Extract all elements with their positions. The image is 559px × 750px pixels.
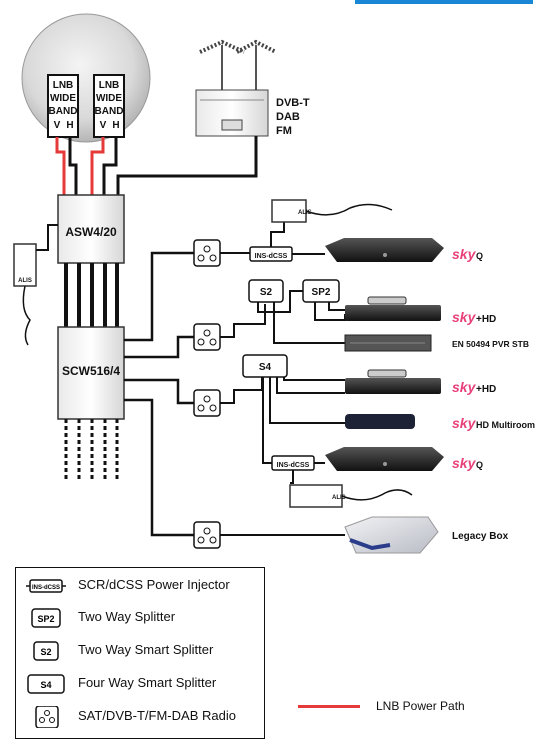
outlet-2 [193, 323, 221, 351]
asw-multiswitch: ASW4/20 [57, 194, 125, 264]
aerial-cable [116, 136, 258, 195]
terrestrial-aerial-icon [199, 39, 277, 92]
legend-injector-label: SCR/dCSS Power Injector [78, 577, 230, 592]
legend-s2-label: Two Way Smart Splitter [78, 642, 214, 657]
lnb-right: LNB WIDE BAND V H [93, 74, 125, 138]
sky-hd-1-brand: sky [452, 309, 477, 325]
skyq-top-model: Q [476, 251, 483, 261]
lnb-left-h: H [66, 120, 73, 131]
sky-hd-2-model: +HD [476, 384, 496, 395]
alis-psu-left-label: ALIS [18, 278, 32, 284]
legend-outlet-label: SAT/DVB-T/FM-DAB Radio [78, 708, 236, 723]
lnb-right-line2: WIDE [96, 93, 122, 104]
asw-label: ASW4/20 [65, 225, 117, 239]
lnb-left-line1: LNB [53, 80, 74, 91]
sp2-splitter: SP2 [302, 279, 340, 303]
pvr-box [344, 334, 432, 352]
legend-row-injector: INS-dCSS SCR/dCSS Power Injector [16, 572, 264, 602]
sky-hd-box-1 [345, 296, 441, 321]
power-path-key: LNB Power Path [298, 697, 528, 717]
legend-s2-icon-label: S2 [40, 647, 51, 657]
sp2-label: SP2 [312, 287, 331, 298]
lnb-left-line2: WIDE [50, 93, 76, 104]
multiroom-box [345, 414, 415, 429]
multiroom-brand: sky [452, 415, 477, 431]
satellite-dish [21, 13, 151, 143]
legend-s4-label: Four Way Smart Splitter [78, 675, 217, 690]
sky-hd-1-model: +HD [476, 314, 496, 325]
s4-label: S4 [259, 362, 272, 373]
lnb-right-line1: LNB [99, 80, 120, 91]
lnb-right-h: H [112, 120, 119, 131]
s4-icon: S4 [27, 674, 65, 694]
s4-splitter: S4 [242, 354, 288, 378]
legacy-box [344, 516, 439, 554]
lnb-cables [55, 137, 118, 195]
scw-label: SCW516/4 [62, 364, 120, 378]
terrestrial-amplifier [195, 89, 269, 137]
sky-hd-2-brand: sky [452, 379, 477, 395]
outlet-3 [193, 389, 221, 417]
multiroom-model: HD Multiroom [476, 420, 535, 430]
legend-row-s2: S2 Two Way Smart Splitter [16, 637, 264, 667]
legend-sp2-icon-label: SP2 [37, 614, 54, 624]
legacy-label: Legacy Box [452, 531, 509, 542]
alis-psu-bottom: ALIS [289, 484, 413, 508]
lnb-left: LNB WIDE BAND V H [47, 74, 79, 138]
aerial-label-fm: FM [276, 125, 292, 137]
sp2-icon: SP2 [31, 608, 61, 628]
lnb-left-line3: BAND [49, 106, 78, 117]
header-accent-bar [355, 0, 533, 4]
aerial-label-dab: DAB [276, 111, 300, 123]
legend-row-outlet: SAT/DVB-T/FM-DAB Radio [16, 703, 264, 733]
injector-bottom-label: INS-dCSS [277, 462, 310, 469]
legend-injector-icon-label: INS-dCSS [32, 585, 60, 591]
skyq-bottom-brand: sky [452, 455, 477, 471]
skyq-bottom-model: Q [476, 460, 483, 470]
lnb-right-v: V [100, 120, 107, 131]
skyq-box-bottom [325, 447, 444, 471]
s2-label: S2 [260, 287, 273, 298]
power-path-line [298, 705, 360, 708]
legend-s4-icon-label: S4 [40, 680, 51, 690]
outlet-4 [193, 521, 221, 549]
outlet-1 [193, 239, 221, 267]
injector-top: INS-dCSS [249, 246, 293, 262]
sky-hd-box-2 [345, 369, 441, 394]
injector-icon: INS-dCSS [26, 579, 66, 593]
aerial-label-dvbt: DVB-T [276, 97, 310, 109]
scw-output-cables [124, 251, 194, 537]
legend-row-sp2: SP2 Two Way Splitter [16, 604, 264, 634]
alis-psu-top: ALIS [271, 199, 393, 223]
alis-psu-top-label: ALIS [298, 210, 312, 216]
pvr-label: EN 50494 PVR STB [452, 339, 529, 349]
power-path-label: LNB Power Path [376, 699, 465, 713]
s2-icon: S2 [33, 641, 59, 661]
scw-multiswitch: SCW516/4 [57, 326, 125, 420]
legend-row-s4: S4 Four Way Smart Splitter [16, 670, 264, 700]
injector-bottom: INS-dCSS [271, 455, 315, 471]
alis-psu-left: ALIS [13, 224, 58, 346]
legend-sp2-label: Two Way Splitter [78, 609, 176, 624]
injector-top-label: INS-dCSS [255, 253, 288, 260]
lnb-left-v: V [54, 120, 61, 131]
trunk-cables [64, 263, 119, 327]
legend: INS-dCSS SCR/dCSS Power Injector SP2 Two… [15, 567, 265, 739]
lnb-right-line3: BAND [95, 106, 124, 117]
s2-splitter: S2 [248, 279, 284, 303]
cascade-outputs [64, 419, 119, 480]
skyq-box-top [325, 238, 444, 262]
alis-psu-bottom-label: ALIS [332, 495, 346, 501]
outlet-icon [35, 706, 59, 728]
skyq-top-brand: sky [452, 246, 477, 262]
